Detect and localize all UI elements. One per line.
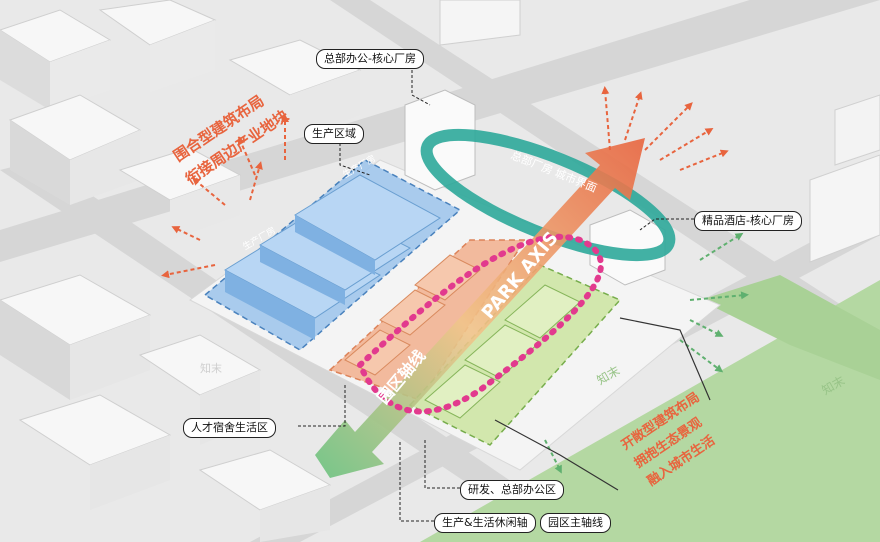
- path-lines: [494, 317, 711, 491]
- label-production-zone: 生产区域: [304, 124, 364, 144]
- label-boutique-hotel-core-plant: 精品酒店-核心厂房: [694, 211, 802, 231]
- label-production-leisure-axis: 生产&生活休闲轴: [434, 513, 536, 533]
- leader-lines: [298, 60, 694, 522]
- park-axis-arrow: [315, 138, 645, 478]
- production-zone: [203, 159, 462, 351]
- axis-loop: [356, 233, 604, 415]
- label-talent-dormitory: 人才宿舍生活区: [183, 418, 276, 438]
- green-space: [420, 280, 880, 542]
- hq-buildings: [404, 89, 676, 286]
- label-rnd-hq-office: 研发、总部办公区: [460, 480, 564, 500]
- orange-view-arrows: [161, 86, 729, 279]
- green-space-detail: [700, 275, 880, 380]
- lot-mark-1: 知末: [200, 361, 222, 375]
- label-park-main-axis: 园区主轴线: [540, 513, 611, 533]
- label-hq-office-core-plant: 总部办公-核心厂房: [316, 49, 424, 69]
